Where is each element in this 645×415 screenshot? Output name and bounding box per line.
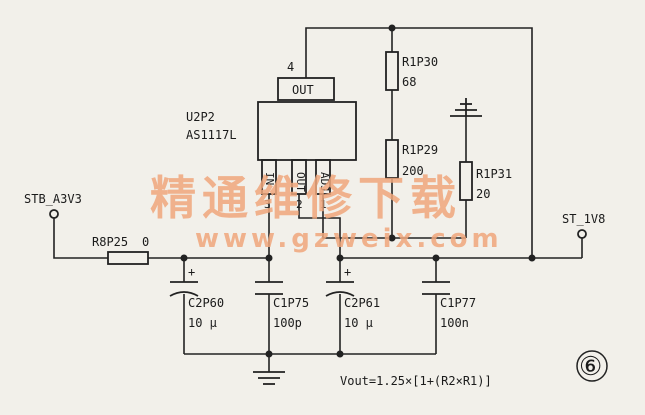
capacitor-c2p61-ref: C2P61 xyxy=(344,296,380,310)
capacitor-c2p61: + C2P61 10 μ xyxy=(325,265,380,330)
capacitor-c2p61-value: 10 μ xyxy=(344,316,373,330)
regulator-part-number: AS1117L xyxy=(186,128,237,142)
capacitor-c1p77-value: 100n xyxy=(440,316,469,330)
resistor-r1p31-body xyxy=(459,161,473,201)
net-output: ST_1V8 xyxy=(562,212,605,239)
regulator-pin-adj-name: ADJ xyxy=(318,172,331,192)
figure-number-badge xyxy=(576,350,608,382)
capacitor-c2p60-plate-bottom xyxy=(169,291,199,297)
watermark-text: 精通维修下载 xyxy=(150,171,462,225)
junction-c1p75 xyxy=(265,254,273,262)
regulator-pin-in-name: IN xyxy=(263,172,276,185)
regulator-ref: U2P2 xyxy=(186,110,215,124)
junction-top-r30 xyxy=(388,24,396,32)
regulator-pin-4: 4 xyxy=(287,60,294,74)
terminal-input-icon xyxy=(49,209,59,219)
resistor-r1p29-ref: R1P29 xyxy=(402,143,438,157)
watermark-url: www.gzweix.com xyxy=(195,224,503,254)
capacitor-c1p77: C1P77 100n xyxy=(422,281,476,330)
capacitor-c2p60-value: 10 μ xyxy=(188,316,217,330)
junction-output xyxy=(528,254,536,262)
wire-adj-node xyxy=(322,194,466,239)
terminal-output-icon xyxy=(577,229,587,239)
resistor-r1p31-value: 20 xyxy=(476,187,490,201)
regulator-pin-3: 3 xyxy=(264,198,271,211)
junctions xyxy=(180,24,536,358)
net-input: STB_A3V3 xyxy=(24,192,82,219)
ground-bottom-icon xyxy=(253,371,285,385)
figure-number: ⑥ xyxy=(579,352,602,382)
junction-c1p77 xyxy=(432,254,440,262)
net-output-label: ST_1V8 xyxy=(562,212,605,226)
capacitor-c2p61-plate-bottom xyxy=(325,291,355,297)
wire-top-rail xyxy=(305,27,533,258)
resistor-r8p25: R8P25 0 xyxy=(92,235,149,265)
junction-c2p60 xyxy=(180,254,188,262)
junction-c2p61 xyxy=(336,254,344,262)
resistor-r1p29-body xyxy=(385,139,399,179)
regulator-out-label: OUT xyxy=(292,83,314,97)
resistor-r8p25-ref: R8P25 xyxy=(92,235,128,249)
resistor-r1p29: R1P29 200 xyxy=(385,139,438,179)
regulator-pin-out-name: OUT xyxy=(294,172,307,192)
net-input-label: STB_A3V3 xyxy=(24,192,82,206)
ground-top-icon xyxy=(450,98,482,117)
capacitor-c1p75-ref: C1P75 xyxy=(273,296,309,310)
wire-out-pin xyxy=(298,194,341,258)
capacitor-c1p75: C1P75 100p xyxy=(255,281,309,330)
capacitor-c2p60: + C2P60 10 μ xyxy=(169,265,224,330)
regulator-body xyxy=(257,101,357,161)
junction-ground-c2p61 xyxy=(336,350,344,358)
capacitor-c2p61-polarity: + xyxy=(344,265,351,279)
resistor-r1p30: R1P30 68 xyxy=(385,51,438,91)
wire-input-left xyxy=(53,218,108,259)
resistor-r1p31-ref: R1P31 xyxy=(476,167,512,181)
wires xyxy=(53,27,583,372)
junction-ground-c1p75 xyxy=(265,350,273,358)
resistor-r1p29-value: 200 xyxy=(402,164,424,178)
capacitor-c2p60-ref: C2P60 xyxy=(188,296,224,310)
resistor-r1p30-body xyxy=(385,51,399,91)
capacitor-c1p77-ref: C1P77 xyxy=(440,296,476,310)
resistor-r1p30-ref: R1P30 xyxy=(402,55,438,69)
resistor-r1p31: R1P31 20 xyxy=(459,161,512,201)
vout-formula: Vout=1.25×[1+(R2×R1)] xyxy=(340,374,492,388)
resistor-r1p30-value: 68 xyxy=(402,75,416,89)
resistor-r8p25-value: 0 xyxy=(142,235,149,249)
resistor-r8p25-body xyxy=(107,251,149,265)
capacitor-c2p60-polarity: + xyxy=(188,265,195,279)
capacitor-c1p75-value: 100p xyxy=(273,316,302,330)
junction-adj-node xyxy=(388,234,396,242)
